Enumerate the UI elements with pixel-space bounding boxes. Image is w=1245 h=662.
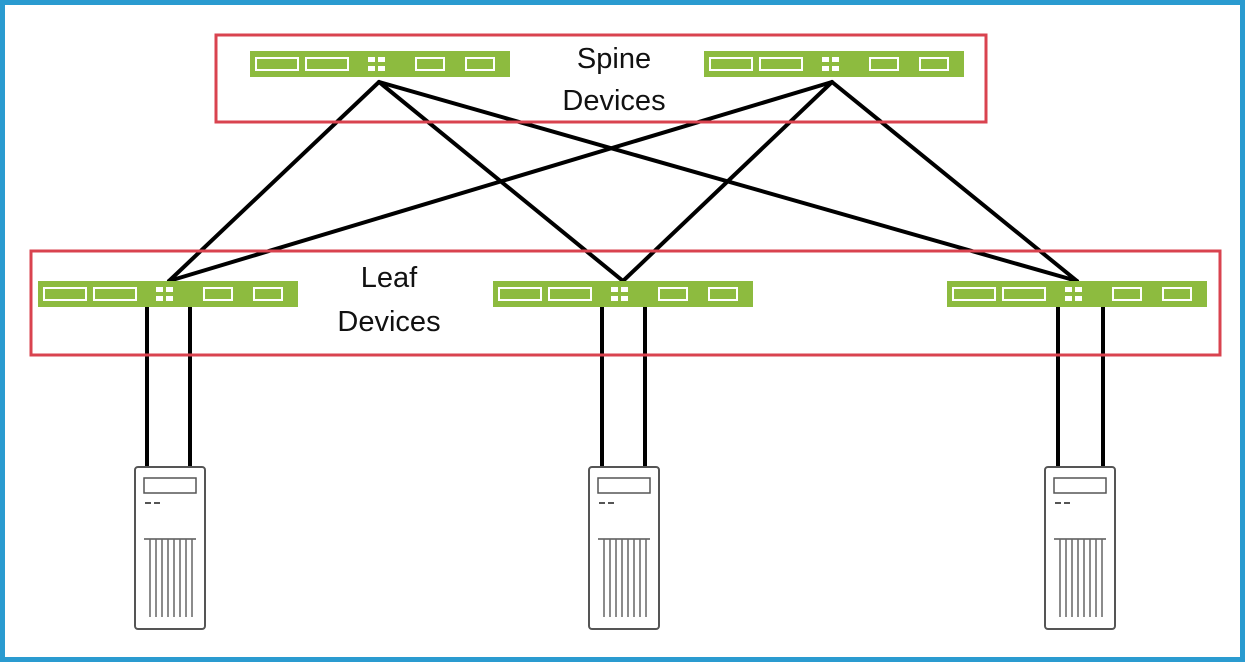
spine-switch-2-network-switch-icon	[703, 50, 965, 78]
server-2-tower-server-icon	[588, 466, 660, 630]
leaf-switch-1-network-switch-icon	[37, 280, 299, 308]
spine-group-box	[214, 33, 988, 124]
link-spine2-leaf2	[621, 80, 834, 283]
leaf-label-line1: Leaf	[361, 262, 418, 294]
server-1-tower-server-icon	[134, 466, 206, 630]
leaf-group-box	[29, 249, 1222, 357]
leaf-server-links	[145, 307, 1105, 469]
leaf-switch-3-network-switch-icon	[946, 280, 1208, 308]
link-spine2-leaf3	[830, 80, 1079, 283]
spine-switch-1-network-switch-icon	[249, 50, 511, 78]
link-spine2-leaf1	[167, 80, 834, 283]
leaf-label-line2: Devices	[337, 306, 440, 338]
spine-label-line2: Devices	[562, 85, 665, 117]
server-3-tower-server-icon	[1044, 466, 1116, 630]
leaf-switch-2-network-switch-icon	[492, 280, 754, 308]
spine-label-line1: Spine	[577, 43, 651, 75]
link-spine1-leaf1	[167, 80, 381, 283]
spine-leaf-links	[167, 80, 1079, 283]
